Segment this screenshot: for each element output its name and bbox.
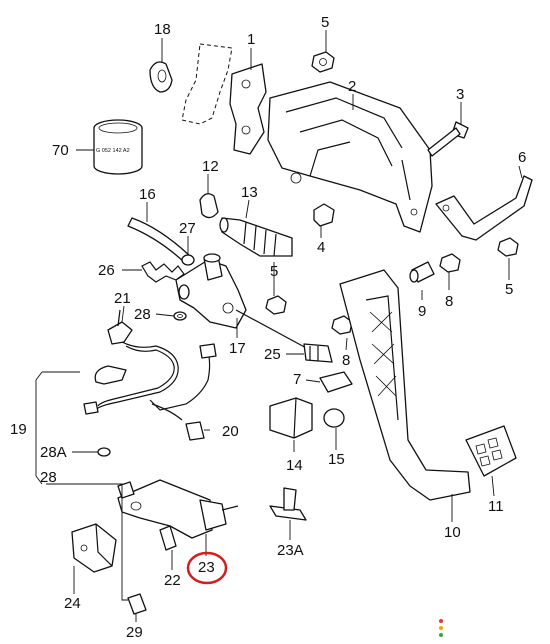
label-29: 29	[126, 624, 143, 641]
leader-lines	[35, 30, 523, 622]
part-18-clip	[149, 61, 173, 93]
part-1-bracket-plate	[229, 63, 267, 155]
part-23-slave-cylinder	[117, 479, 239, 539]
part-6-bracket-arm	[435, 175, 533, 241]
label-5-top: 5	[321, 14, 329, 31]
label-7: 7	[293, 371, 301, 388]
label-15: 15	[328, 451, 345, 468]
highlight-circle-23	[186, 551, 228, 585]
part-8-nut-right	[439, 253, 461, 273]
part-12-bush	[199, 193, 219, 219]
part-9-bushing	[409, 261, 435, 283]
part-21-clip	[107, 309, 133, 345]
part-20-clip	[185, 421, 205, 441]
part-15-ring	[323, 408, 345, 428]
hidden-bracket-outline	[181, 43, 233, 125]
part-5-nut-right	[497, 237, 519, 257]
part-14-pedal-switch	[269, 397, 313, 439]
label-70: 70	[52, 142, 69, 159]
part-17-master-cylinder	[175, 253, 311, 351]
label-26: 26	[98, 262, 115, 279]
part-24-bracket	[71, 523, 117, 573]
part-19-hydraulic-line	[83, 341, 217, 421]
part-28-seal-upper	[173, 311, 187, 321]
part-5-nut-top	[311, 51, 335, 73]
label-16: 16	[139, 186, 156, 203]
label-11: 11	[488, 498, 504, 515]
label-17: 17	[229, 340, 246, 357]
part-4-nut	[313, 203, 335, 227]
label-28a: 28A	[40, 444, 67, 461]
part-marking-text: G 052 142 A2	[96, 148, 130, 154]
label-21: 21	[114, 290, 131, 307]
label-19: 19	[10, 421, 27, 438]
part-7-stop-block	[319, 371, 353, 393]
part-28a-seal	[97, 447, 111, 457]
label-8-right: 8	[445, 293, 453, 310]
label-20: 20	[222, 423, 239, 440]
label-22: 22	[164, 572, 181, 589]
label-23a: 23A	[277, 542, 304, 559]
label-8-mid: 8	[342, 352, 350, 369]
label-5-right: 5	[505, 281, 513, 298]
part-27-clip	[181, 254, 195, 266]
label-3: 3	[456, 86, 464, 103]
label-6: 6	[518, 149, 526, 166]
part-3-bolt	[427, 121, 469, 157]
label-9: 9	[418, 303, 426, 320]
label-12: 12	[202, 158, 219, 175]
part-22-bolt	[159, 525, 177, 551]
part-25-clevis	[303, 343, 333, 363]
label-4: 4	[317, 239, 325, 256]
status-dot-red	[439, 619, 443, 623]
label-2: 2	[348, 78, 356, 95]
label-1: 1	[247, 31, 255, 48]
status-dots	[439, 619, 443, 637]
part-5-nut-mid	[265, 295, 287, 315]
part-13-boot	[219, 217, 293, 257]
status-dot-orange	[439, 626, 443, 630]
label-5-mid: 5	[270, 263, 278, 280]
label-28-upper: 28	[134, 306, 151, 323]
label-25: 25	[264, 346, 281, 363]
part-26-spring-clip	[141, 261, 185, 283]
label-24: 24	[64, 595, 81, 612]
callout-labels: 18 1 5 2 3 6 70 12 13 16 27 4 26 5 21 28…	[10, 14, 526, 641]
label-13: 13	[241, 184, 258, 201]
part-23a-fitting	[269, 487, 307, 521]
part-10-clutch-pedal	[339, 269, 471, 501]
label-28-lower: 28	[40, 469, 57, 486]
part-11-pedal-pad	[465, 425, 517, 477]
part-8-nut-mid	[331, 315, 353, 335]
status-dot-green	[439, 633, 443, 637]
label-23: 23	[198, 559, 215, 576]
label-14: 14	[286, 457, 303, 474]
part-29-bolt	[127, 593, 147, 615]
part-2-pedal-housing	[267, 81, 433, 233]
part-70-sleeve: G 052 142 A2	[93, 119, 143, 175]
label-18: 18	[154, 21, 171, 38]
label-27: 27	[179, 220, 196, 237]
label-10: 10	[444, 524, 461, 541]
